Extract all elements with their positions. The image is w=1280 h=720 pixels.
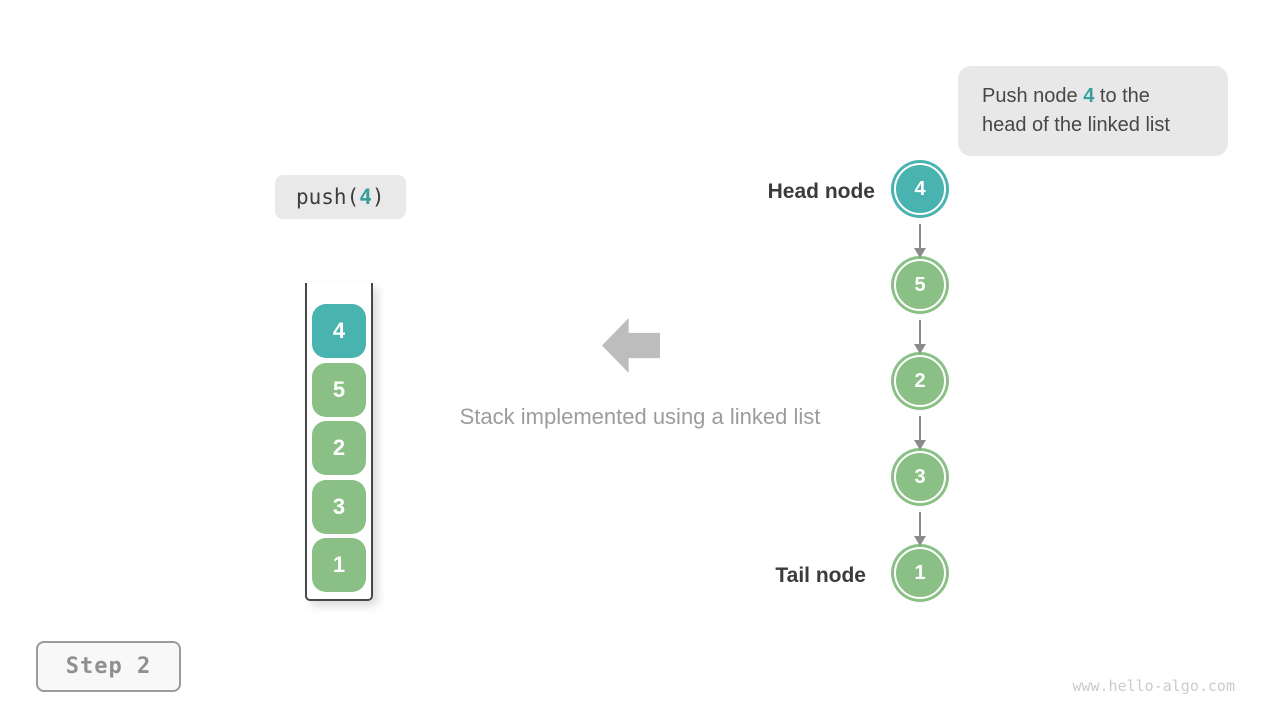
- watermark-text: www.hello-algo.com: [1072, 677, 1235, 695]
- caption-text: Stack implemented using a linked list: [459, 404, 821, 429]
- step-badge: Step 2: [36, 641, 181, 692]
- down-arrow-icon: [909, 416, 931, 450]
- arrow-head: [914, 440, 926, 450]
- callout-text-after: to the head of the linked list: [982, 85, 1170, 136]
- down-arrow-icon: [909, 224, 931, 258]
- operation-close-paren: ): [371, 185, 385, 209]
- tail-node-label: Tail node: [775, 564, 866, 587]
- arrow-shaft: [918, 512, 922, 536]
- arrow-shaft: [918, 320, 922, 344]
- stack-item: 1: [312, 538, 366, 592]
- down-arrow-icon: [909, 320, 931, 354]
- callout-highlight-value: 4: [1083, 85, 1095, 107]
- head-node-label: Head node: [767, 180, 875, 203]
- stack-container: 4 5 2 3 1: [305, 283, 373, 601]
- operation-func: push(: [296, 185, 360, 209]
- down-arrow-icon: [909, 512, 931, 546]
- list-node: 4: [894, 163, 946, 215]
- list-node: 5: [894, 259, 946, 311]
- stack-item: 2: [312, 421, 366, 475]
- stack-item: 3: [312, 479, 366, 534]
- list-node: 1: [894, 547, 946, 599]
- list-node: 3: [894, 451, 946, 503]
- arrow-head: [914, 248, 926, 258]
- arrow-head: [914, 536, 926, 546]
- arrow-head: [914, 344, 926, 354]
- list-node: 2: [894, 355, 946, 407]
- stack-item: 5: [312, 362, 366, 417]
- callout-text-before: Push node: [982, 85, 1084, 107]
- operation-arg: 4: [359, 185, 372, 209]
- arrow-shaft: [918, 224, 922, 248]
- stack-item: 4: [312, 304, 366, 358]
- operation-label: push(4): [275, 175, 406, 219]
- arrow-shaft: [918, 416, 922, 440]
- left-block-arrow-icon: [602, 318, 660, 373]
- push-callout: Push node 4 to the head of the linked li…: [958, 66, 1228, 156]
